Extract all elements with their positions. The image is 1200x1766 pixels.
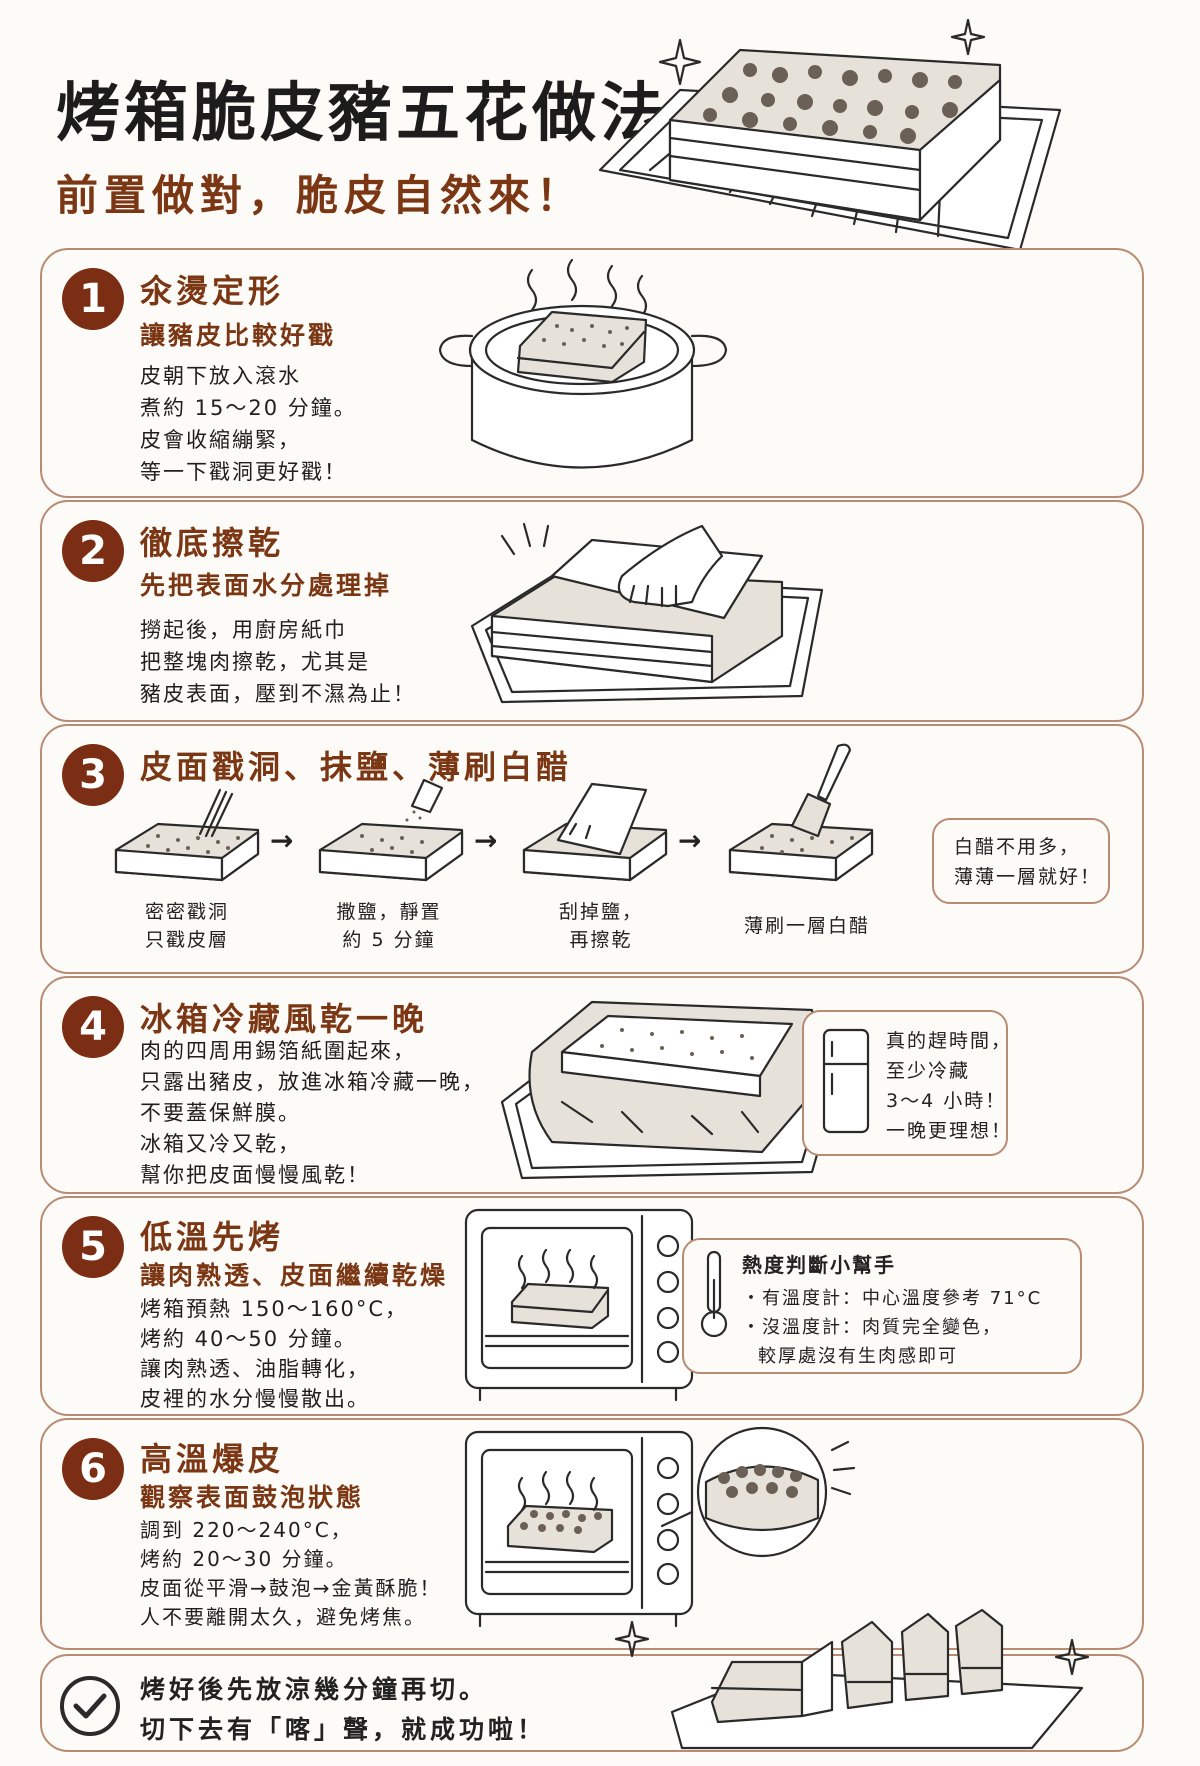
tip-bubble: 真的趕時間， 至少冷藏 3～4 小時！ 一晚更理想！ bbox=[802, 1010, 1010, 1156]
oven-low-temp-illustration bbox=[464, 1208, 694, 1402]
poke-holes-illustration bbox=[114, 788, 260, 882]
step-body: 肉的四周用錫箔紙圍起來， 只露出豬皮，放進冰箱冷藏一晚， 不要蓋保鮮膜。 冰箱又… bbox=[140, 1039, 485, 1187]
sparkle-icon bbox=[658, 38, 702, 86]
boiling-pot-illustration bbox=[438, 258, 728, 469]
step-title: 低溫先烤 bbox=[140, 1218, 285, 1256]
step-number-badge: 5 bbox=[62, 1216, 124, 1278]
step-5-card: 5 低溫先烤 讓肉熟透、皮面繼續乾燥 烤箱預熱 150～160°C， 烤約 40… bbox=[40, 1196, 1144, 1416]
brush-vinegar-illustration bbox=[728, 743, 874, 882]
thermometer-icon bbox=[700, 1250, 728, 1338]
arrow-right-icon: → bbox=[678, 824, 702, 857]
step-title: 皮面戳洞、抹鹽、薄刷白醋 bbox=[140, 748, 573, 786]
step-number-badge: 4 bbox=[62, 996, 124, 1058]
final-card: 烤好後先放涼幾分鐘再切。 切下去有「喀」聲，就成功啦！ bbox=[40, 1608, 1144, 1752]
fridge-icon bbox=[822, 1028, 870, 1134]
step-3-card: 3 皮面戳洞、抹鹽、薄刷白醋 → → → 密密戳洞 只戳皮層 撒鹽， bbox=[40, 724, 1144, 974]
bubbled-skin-closeup-illustration bbox=[660, 1426, 856, 1558]
step-title: 氽燙定形 bbox=[140, 272, 285, 310]
step-title: 徹底擦乾 bbox=[140, 524, 285, 562]
step-subtitle: 讓豬皮比較好戳 bbox=[140, 321, 337, 350]
tip-bubble: 熱度判斷小幫手 ・有溫度計：中心溫度參考 71°C ・沒溫度計：肉質完全變色， … bbox=[682, 1238, 1082, 1374]
substep-caption: 薄刷一層白醋 bbox=[743, 915, 870, 937]
steam-icon bbox=[526, 258, 648, 318]
substep-caption: 密密戳洞 只戳皮層 bbox=[144, 901, 229, 951]
step-number-badge: 3 bbox=[62, 744, 124, 806]
sliced-pork-illustration bbox=[614, 1608, 1090, 1750]
step-subtitle: 先把表面水分處理掉 bbox=[140, 571, 393, 600]
sparkle-icon bbox=[950, 18, 986, 56]
step-number-badge: 1 bbox=[62, 268, 124, 330]
check-circle-icon bbox=[60, 1676, 120, 1736]
step-body: 烤箱預熱 150～160°C， 烤約 40～50 分鐘。 讓肉熟透、油脂轉化， … bbox=[140, 1297, 409, 1411]
page-subtitle: 前置做對，脆皮自然來！ bbox=[56, 171, 585, 220]
step-4-card: 4 冰箱冷藏風乾一晚 肉的四周用錫箔紙圍起來， 只露出豬皮，放進冰箱冷藏一晚， … bbox=[40, 976, 1144, 1194]
sprinkle-salt-illustration bbox=[318, 778, 464, 882]
arrow-right-icon: → bbox=[474, 824, 498, 857]
step-body: 皮朝下放入滾水 煮約 15～20 分鐘。 皮會收縮繃緊， 等一下戳洞更好戳！ bbox=[140, 364, 357, 484]
step-subtitle: 觀察表面鼓泡狀態 bbox=[140, 1483, 365, 1512]
step-body: 調到 220～240°C， 烤約 20～30 分鐘。 皮面從平滑→鼓泡→金黃酥脆… bbox=[140, 1518, 442, 1629]
final-line-2: 切下去有「喀」聲，就成功啦！ bbox=[140, 1715, 547, 1744]
step-subtitle: 讓肉熟透、皮面繼續乾燥 bbox=[140, 1261, 449, 1290]
step-6-card: 6 高溫爆皮 觀察表面鼓泡狀態 調到 220～240°C， 烤約 20～30 分… bbox=[40, 1418, 1144, 1650]
pork-belly-tray-illustration bbox=[598, 18, 1062, 252]
arrow-right-icon: → bbox=[270, 824, 294, 857]
oven-high-temp-illustration bbox=[464, 1430, 694, 1628]
scrape-salt-illustration bbox=[522, 782, 668, 882]
step-number-badge: 6 bbox=[62, 1438, 124, 1500]
foil-wrapped-pork-illustration bbox=[500, 1000, 844, 1180]
step-title: 高溫爆皮 bbox=[140, 1440, 285, 1478]
sparkle-icon bbox=[1054, 1638, 1090, 1676]
sparkle-icon bbox=[614, 1620, 650, 1658]
step-title: 冰箱冷藏風乾一晚 bbox=[140, 1000, 429, 1038]
step-body: 撈起後，用廚房紙巾 把整塊肉擦乾，尤其是 豬皮表面，壓到不濕為止！ bbox=[140, 618, 416, 706]
tip-title: 熱度判斷小幫手 bbox=[742, 1253, 896, 1277]
substep-caption: 刮掉鹽， 再擦乾 bbox=[558, 901, 643, 951]
tip-bubble: 白醋不用多， 薄薄一層就好！ bbox=[932, 818, 1110, 904]
step-1-card: 1 氽燙定形 讓豬皮比較好戳 皮朝下放入滾水 煮約 15～20 分鐘。 皮會收縮… bbox=[40, 248, 1144, 498]
paper-towel-drying-illustration bbox=[470, 522, 824, 704]
step-2-card: 2 徹底擦乾 先把表面水分處理掉 撈起後，用廚房紙巾 把整塊肉擦乾，尤其是 豬皮… bbox=[40, 500, 1144, 722]
page-title: 烤箱脆皮豬五花做法 bbox=[56, 77, 668, 151]
substep-caption: 撒鹽，靜置 約 5 分鐘 bbox=[336, 901, 442, 951]
final-line-1: 烤好後先放涼幾分鐘再切。 bbox=[140, 1675, 489, 1704]
step-number-badge: 2 bbox=[62, 520, 124, 582]
